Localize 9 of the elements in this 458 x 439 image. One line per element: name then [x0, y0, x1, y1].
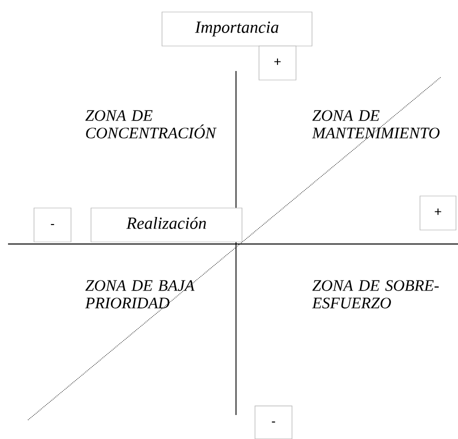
zone-label: ZONA DE BAJA PRIORIDAD	[85, 280, 195, 308]
sign-box: +	[258, 46, 296, 80]
sign-box: +	[420, 196, 456, 230]
sign-box: -	[254, 406, 292, 439]
zone-label: ZONA DE MANTENIMIENTO	[312, 110, 440, 138]
sign-box: -	[34, 208, 72, 242]
zone-label: ZONA DE CONCENTRACIÓN	[85, 110, 217, 138]
axis-label-box: Realización	[90, 208, 242, 242]
zone-label: ZONA DE SOBRE-ESFUERZO	[312, 280, 439, 308]
